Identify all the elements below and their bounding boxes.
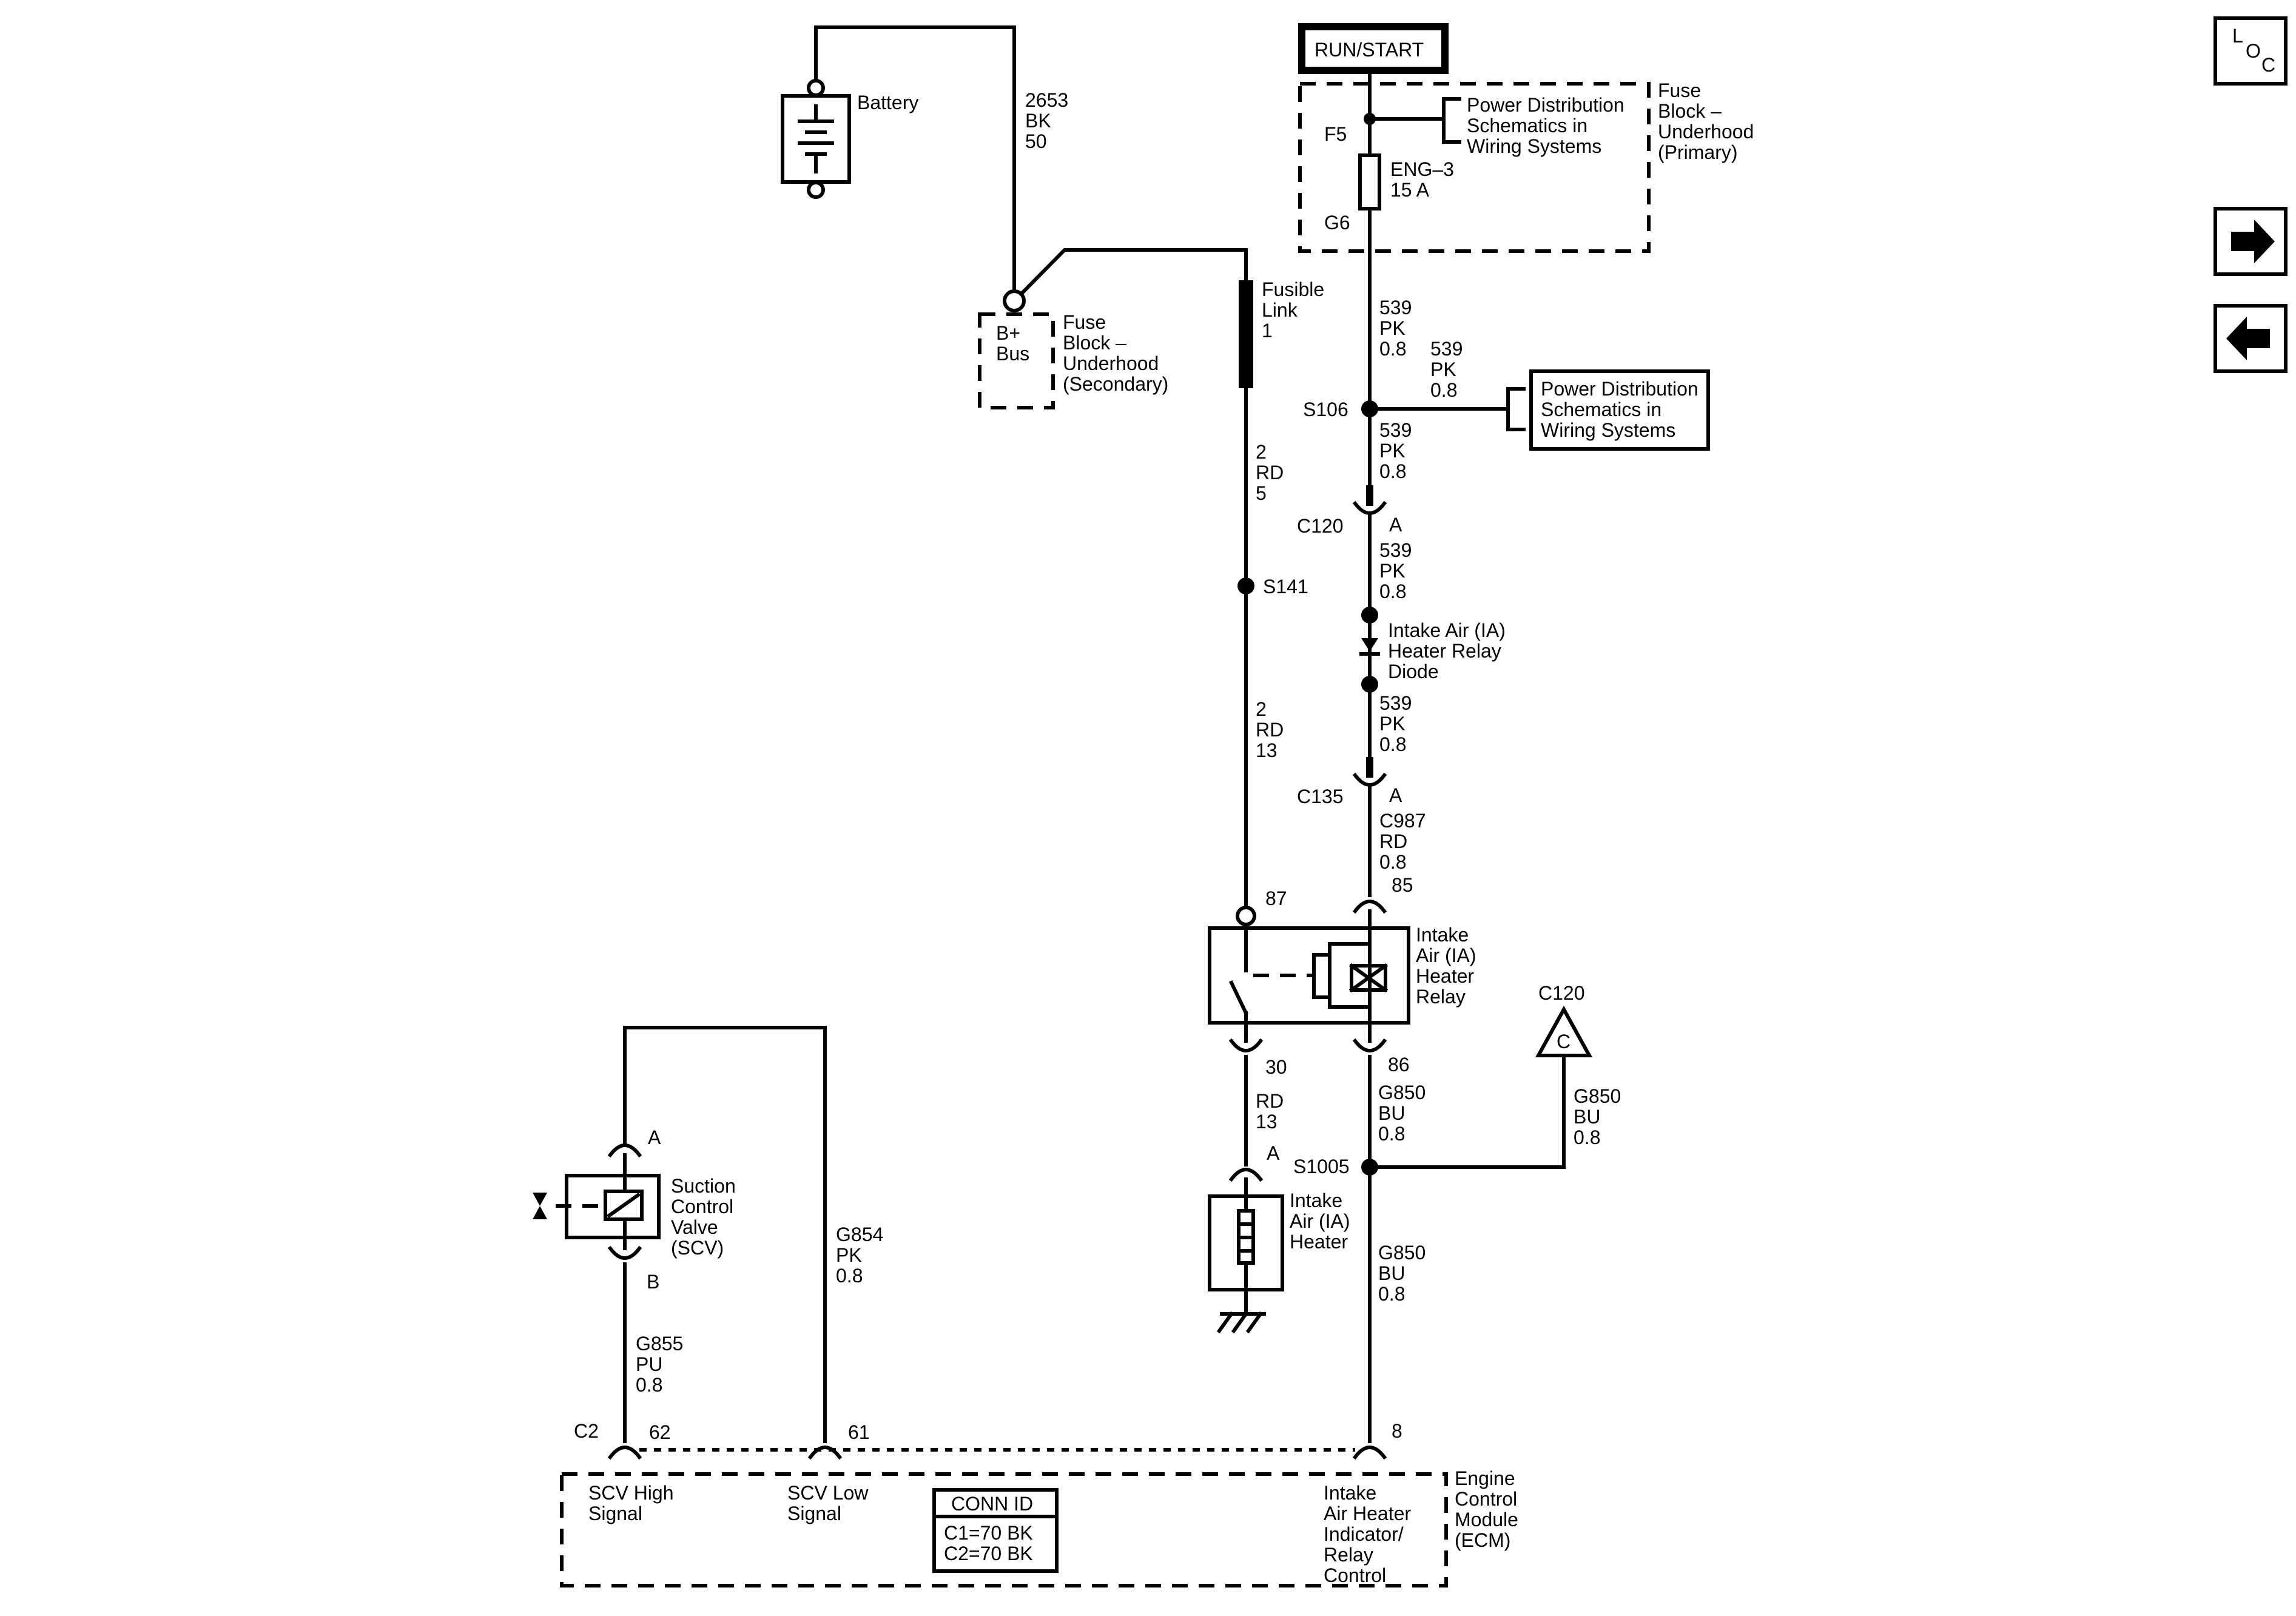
fuse-block-secondary: B+ Bus Fuse Block – Underhood (Secondary… (978, 289, 1168, 409)
scv-pin-b-label: B (647, 1271, 659, 1293)
ecm-label: Engine Control Module (ECM) (1455, 1467, 1524, 1551)
arrow-left-icon (2226, 317, 2270, 360)
power-dist-mid-label: Power Distribution Schematics in Wiring … (1541, 378, 1704, 441)
wire-g855-label: G855 PU 0.8 (636, 1333, 688, 1396)
wire-g850-a-label: G850 BU 0.8 (1378, 1082, 1431, 1145)
intake-air-heater: Intake Air (IA) Heater (1208, 1177, 1355, 1334)
wire-c987-label: C987 RD 0.8 (1379, 810, 1431, 873)
loc-letter-o: O (2246, 40, 2261, 62)
power-dist-mid-box (1529, 369, 1710, 451)
wire-g850-b-label: G850 BU 0.8 (1574, 1085, 1626, 1148)
wire-g854-label: G854 PK 0.8 (836, 1224, 889, 1287)
pin-85-label: 85 (1392, 874, 1413, 896)
heater-label: Intake Air (IA) Heater (1290, 1190, 1355, 1253)
wire-2rd13-label: 2 RD 13 (1256, 698, 1289, 761)
pin-8-label: 8 (1392, 1420, 1402, 1442)
c-letter: C (1557, 1031, 1571, 1052)
ia-heater-relay: 87 Intake Air (IA) Heater Relay (1208, 887, 1481, 1043)
heater-pin-a-label: A (1267, 1142, 1280, 1164)
wire-rd13-label: RD 13 (1256, 1090, 1289, 1133)
diode-label: Intake Air (IA) Heater Relay Diode (1388, 619, 1511, 682)
s141-label: S141 (1263, 576, 1308, 598)
suction-control-valve: Suction Control Valve (SCV) (533, 1153, 741, 1259)
next-page-button[interactable] (2214, 207, 2288, 276)
wire-2rd5-label: 2 RD 5 (1256, 441, 1289, 504)
scv-label: Suction Control Valve (SCV) (671, 1175, 741, 1259)
f5-label: F5 (1324, 123, 1347, 145)
c120-label: C120 (1297, 515, 1344, 537)
wire-539-d-label: 539 PK 0.8 (1379, 539, 1417, 602)
fuse-eng3 (1358, 153, 1381, 210)
c135-pin-a-label: A (1389, 784, 1402, 806)
pin-87-label: 87 (1265, 887, 1287, 909)
prev-page-button[interactable] (2214, 304, 2288, 373)
c2-label: C2 (574, 1420, 599, 1442)
pin-62-label: 62 (649, 1421, 671, 1443)
scv-low-signal-label: SCV Low Signal (787, 1482, 874, 1524)
wire-g850-c-label: G850 BU 0.8 (1378, 1242, 1431, 1305)
fusible-link-label: Fusible Link 1 (1262, 278, 1330, 342)
scv-high-signal-label: SCV High Signal (588, 1482, 679, 1524)
bplus-bus-label: B+ Bus (996, 322, 1029, 365)
ecm-outline (560, 1472, 1448, 1587)
relay-label: Intake Air (IA) Heater Relay (1416, 924, 1481, 1008)
conn-id-c1: C1=70 BK (944, 1522, 1033, 1544)
eng3-label: ENG–3 15 A (1390, 158, 1459, 201)
c120-reference-triangle: C C120 (1535, 982, 1593, 1057)
conn-id-title: CONN ID (951, 1493, 1033, 1515)
c135-label: C135 (1297, 786, 1344, 807)
pin-61-label: 61 (848, 1421, 870, 1443)
wire-539-e-label: 539 PK 0.8 (1379, 692, 1417, 755)
loc-letter-c: C (2261, 54, 2275, 76)
s106-label: S106 (1303, 399, 1348, 420)
arrow-right-icon (2231, 220, 2275, 263)
splice-s141 (1237, 577, 1254, 594)
run-start-label: RUN/START (1315, 39, 1424, 61)
conn-id-c2: C2=70 BK (944, 1543, 1033, 1564)
wire-539-c-label: 539 PK 0.8 (1379, 419, 1417, 482)
c120-ref-label: C120 (1538, 982, 1585, 1004)
fuse-block-primary-outline (1298, 82, 1651, 253)
wire-539-a-label: 539 PK 0.8 (1379, 297, 1417, 360)
run-start-box: RUN/START (1298, 23, 1449, 74)
loc-button[interactable]: L O C (2214, 16, 2288, 86)
ia-heater-indicator-label: Intake Air Heater Indicator/ Relay Contr… (1324, 1482, 1416, 1586)
battery-label: Battery (857, 92, 918, 113)
fuse-block-primary-label: Fuse Block – Underhood (Primary) (1658, 79, 1759, 163)
battery: Battery (781, 25, 1016, 199)
c120-pin-a-label: A (1389, 514, 1402, 536)
loc-letter-l: L (2232, 25, 2243, 47)
pin-30-label: 30 (1265, 1056, 1287, 1078)
wire-539-b-label: 539 PK 0.8 (1430, 338, 1468, 401)
wire-2653-label: 2653 BK 50 (1025, 89, 1074, 152)
g6-label: G6 (1324, 212, 1350, 234)
fusible-link: Fusible Link 1 (1239, 278, 1330, 388)
s1005-label: S1005 (1293, 1156, 1350, 1177)
fuse-block-secondary-label: Fuse Block – Underhood (Secondary) (1063, 311, 1168, 395)
conn-id-table: CONN ID C1=70 BK C2=70 BK (932, 1488, 1059, 1573)
scv-pin-a-label: A (648, 1126, 661, 1148)
ia-heater-relay-diode: Intake Air (IA) Heater Relay Diode (1359, 613, 1511, 693)
pin-86-label: 86 (1388, 1054, 1410, 1076)
power-dist-top-label: Power Distribution Schematics in Wiring … (1467, 94, 1630, 157)
